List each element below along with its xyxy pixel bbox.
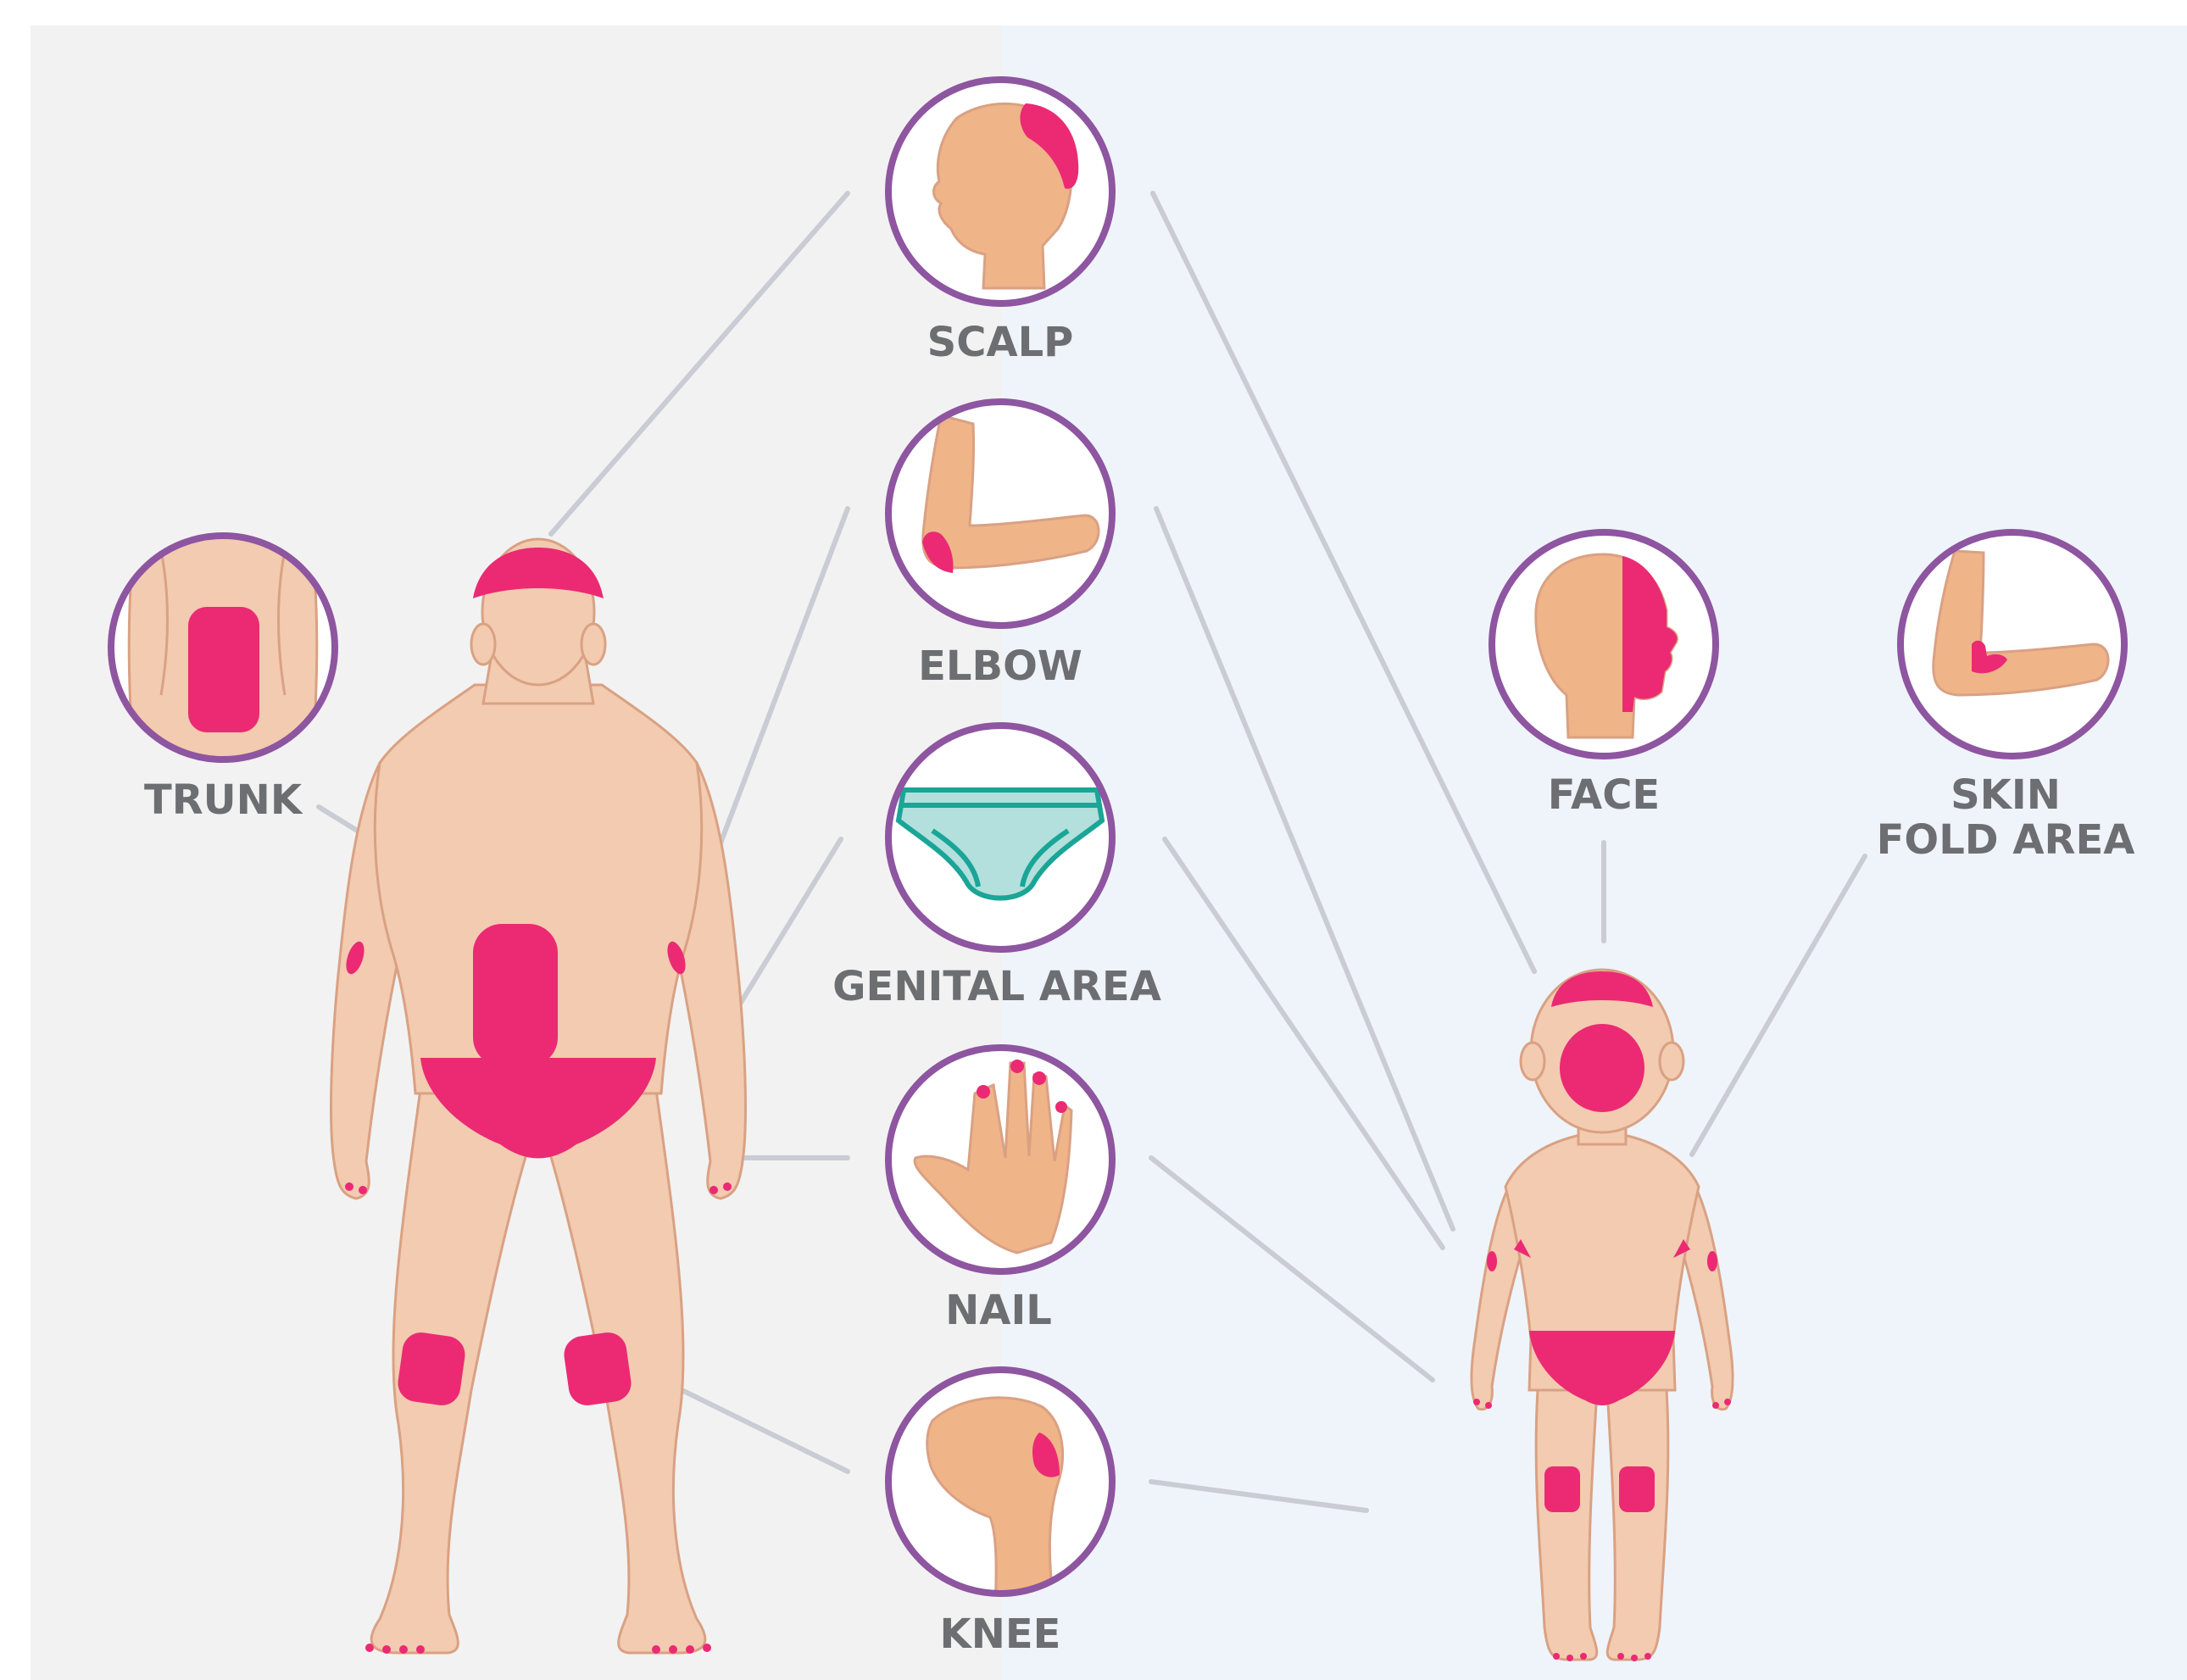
child-right-knee-patch: [1619, 1466, 1655, 1512]
adult-nail-dot: [359, 1186, 367, 1194]
child-left-ear: [1521, 1043, 1544, 1080]
head-profile-icon: [888, 80, 1112, 303]
label-elbow: ELBOW: [918, 644, 1082, 689]
child-toe-dot: [1631, 1655, 1638, 1661]
child-left-elbow-patch: [1487, 1251, 1497, 1271]
adult-toe-dot: [365, 1644, 374, 1652]
adult-right-ear: [582, 624, 605, 665]
adult-toe-dot: [652, 1645, 660, 1654]
child-toe-dot: [1553, 1653, 1560, 1660]
adult-toe-dot: [686, 1645, 694, 1654]
bent-arm-icon: [888, 402, 1112, 626]
adult-trunk-patch: [473, 924, 558, 1066]
child-nail-dot: [1473, 1399, 1480, 1405]
adult-left-knee-patch: [396, 1330, 468, 1408]
label-scalp: SCALP: [927, 320, 1074, 365]
child-right-leg: [1607, 1390, 1668, 1660]
adult-nail-dot: [710, 1186, 718, 1194]
elbow-crease-icon: [1900, 532, 2124, 756]
label-skin-fold-line1: SKIN: [1877, 773, 2135, 818]
adult-left-ear: [471, 624, 495, 665]
hand-icon: [888, 1048, 1112, 1271]
child-toe-dot: [1644, 1653, 1651, 1660]
child-nail-dot: [1724, 1399, 1731, 1405]
child-nail-dot: [1712, 1402, 1719, 1409]
adult-nail-dot: [723, 1182, 732, 1191]
child-toe-dot: [1617, 1653, 1624, 1660]
child-right-elbow-patch: [1707, 1251, 1717, 1271]
adult-toe-dot: [669, 1645, 677, 1654]
adult-toe-dot: [382, 1645, 391, 1654]
face-profile-icon: [1492, 532, 1716, 756]
child-face-patch: [1560, 1024, 1644, 1112]
label-skin-fold-line2: FOLD AREA: [1877, 818, 2135, 863]
torso-icon: [111, 536, 335, 763]
child-toe-dot: [1567, 1655, 1573, 1661]
adult-toe-dot: [416, 1645, 425, 1654]
child-toe-dot: [1580, 1653, 1587, 1660]
adult-toe-dot: [703, 1644, 711, 1652]
child-right-ear: [1660, 1043, 1683, 1080]
label-skin-fold-area: SKIN FOLD AREA: [1877, 773, 2135, 863]
label-genital-area: GENITAL AREA: [832, 965, 1161, 1010]
child-nail-dot: [1485, 1402, 1492, 1409]
label-trunk: TRUNK: [144, 778, 302, 823]
child-left-knee-patch: [1544, 1466, 1580, 1512]
adult-toe-dot: [399, 1645, 408, 1654]
label-knee: KNEE: [940, 1612, 1061, 1657]
label-face: FACE: [1548, 773, 1660, 818]
child-left-leg: [1536, 1390, 1597, 1660]
label-nail: NAIL: [945, 1288, 1052, 1333]
underwear-icon: [888, 726, 1112, 949]
adult-right-knee-patch: [562, 1330, 634, 1408]
adult-nail-dot: [345, 1182, 353, 1191]
